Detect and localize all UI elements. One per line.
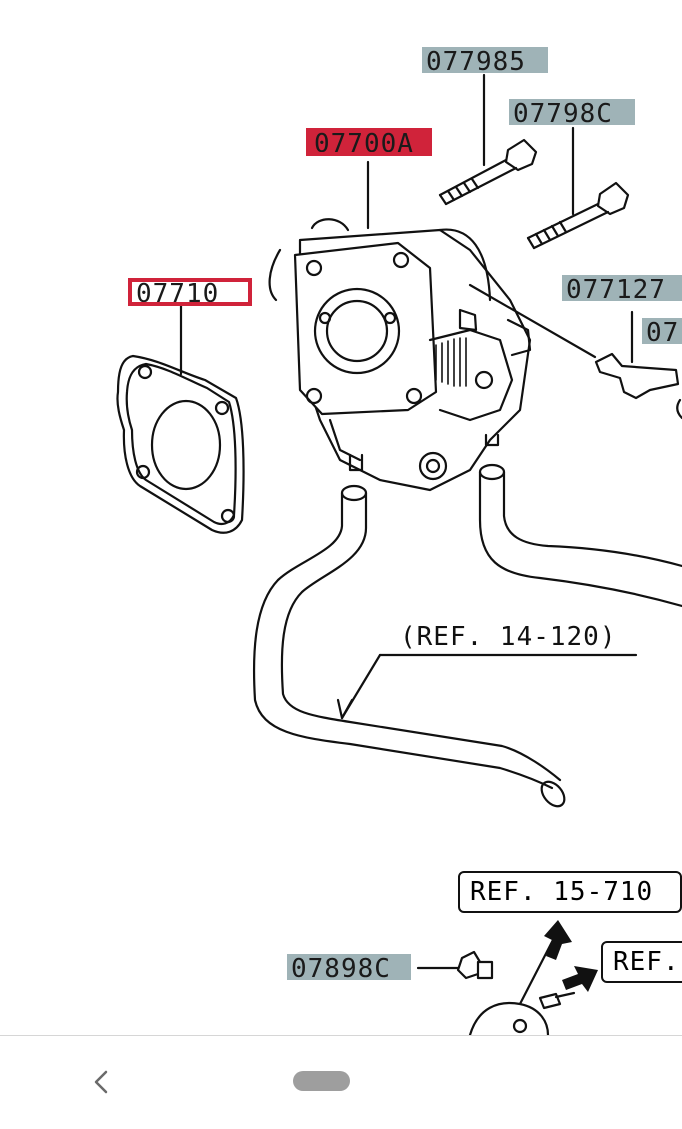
android-navigation-bar	[0, 1035, 682, 1129]
gasket	[116, 304, 245, 534]
hose-left	[252, 484, 566, 808]
diagram-drawing	[116, 73, 682, 1035]
bolt-1	[438, 73, 538, 206]
callout-07710[interactable]: 07710	[128, 278, 252, 306]
home-pill-icon[interactable]	[293, 1071, 350, 1091]
callout-07700a[interactable]: 07700A	[306, 128, 432, 156]
bottom-fitting	[456, 950, 576, 1035]
hose-right	[478, 463, 682, 608]
sensor-clip	[594, 310, 682, 420]
bolt-2	[526, 126, 630, 250]
callout-07798c[interactable]: 07798C	[509, 99, 635, 125]
callout-077127[interactable]: 077127	[562, 275, 682, 301]
ref-arrow-2	[562, 966, 598, 992]
ref-arrow-1	[544, 920, 572, 960]
ref-partial-box[interactable]: REF.	[601, 941, 682, 983]
ref-14-120-label: (REF. 14-120)	[400, 622, 617, 652]
callout-077985[interactable]: 077985	[422, 47, 548, 73]
callout-07898c[interactable]: 07898C	[287, 954, 411, 980]
parts-diagram: 077985 07798C 07700A 07710 077127 07 078…	[116, 47, 682, 1035]
back-chevron-icon[interactable]	[84, 1062, 120, 1102]
throttle-body	[268, 160, 597, 492]
ref-15-710-box[interactable]: REF. 15-710	[458, 871, 682, 913]
callout-07-partial[interactable]: 07	[642, 318, 682, 344]
